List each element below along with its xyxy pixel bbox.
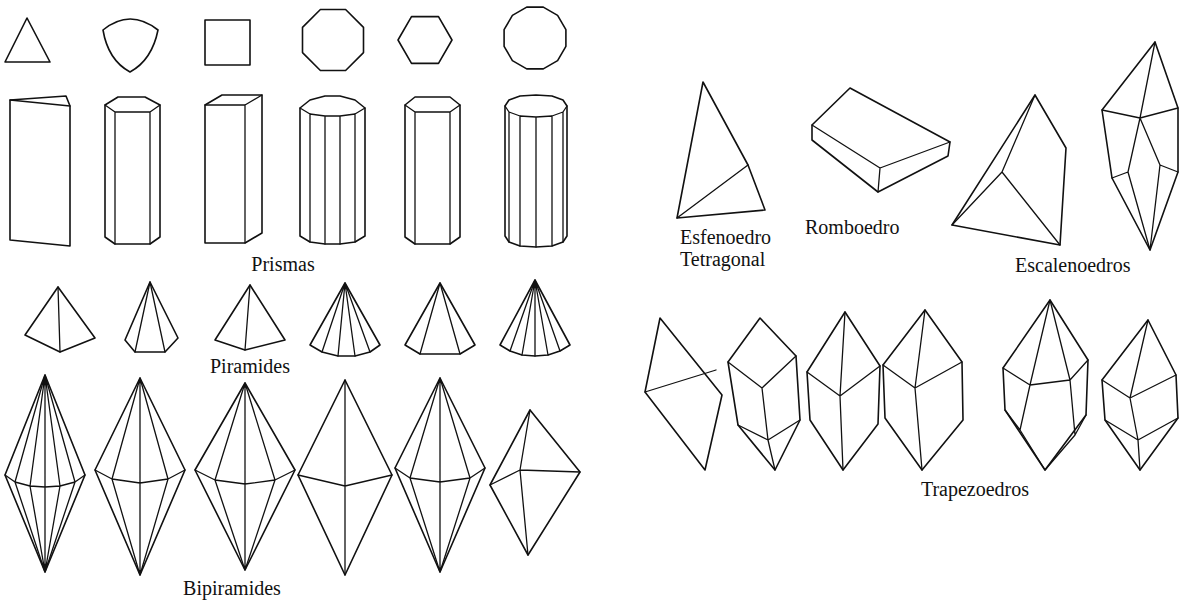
form-label: Trapezoedros — [921, 478, 1029, 500]
trapezohedron-figure-line — [1003, 300, 1088, 470]
prism-figure-line — [105, 97, 160, 244]
pyramid-figure — [25, 280, 570, 356]
prism-figure-line — [505, 106, 567, 247]
bipyramid-figure-line — [395, 378, 485, 572]
trapezohedron-figure-line — [728, 318, 800, 470]
pyramid-figure-line — [125, 282, 178, 352]
pyramid-figure-line — [58, 287, 60, 352]
rhombohedron-figure-line — [812, 125, 950, 192]
cross-section-line — [504, 7, 566, 69]
prism-figure-line — [205, 95, 262, 243]
pyramid-figure-line — [25, 287, 95, 352]
trapezohedron-figure-line — [645, 370, 716, 392]
bipyramid-figure-line — [395, 378, 485, 572]
form-label: Esfenoedro Tetragonal — [680, 226, 790, 270]
trapezohedron-figure-line — [645, 318, 722, 470]
form-label: Escalenoedros — [1015, 254, 1131, 276]
trapezohedron-figure — [645, 300, 1178, 470]
bipyramid-figure-line — [195, 383, 295, 570]
rhombohedron-figure-line — [812, 88, 950, 192]
trapezohedron-figure-line — [807, 312, 880, 470]
prism-figure — [10, 95, 567, 247]
pyramid-figure-line — [135, 282, 165, 352]
cross-section — [5, 7, 566, 72]
form-label: Prismas — [251, 253, 314, 275]
scalenohedron-figure-line — [1102, 42, 1178, 250]
form-label: Piramides — [210, 355, 290, 377]
prism-figure-line — [300, 96, 365, 244]
scalenohedron-figure-line — [952, 95, 1060, 245]
trapezohedron-figure-line — [1102, 320, 1178, 470]
prism-figure-line — [10, 96, 70, 246]
trapezohedron-figure-line — [883, 310, 962, 470]
pyramid-figure-line — [310, 283, 380, 356]
trapezohedron-figure-line — [1102, 320, 1178, 470]
sphenoid-figure-line — [677, 82, 765, 218]
trapezohedron-figure-line — [728, 356, 800, 470]
prism-figure-line — [205, 95, 262, 243]
form-label: Bipiramides — [183, 577, 281, 599]
pyramid-figure-line — [215, 285, 285, 350]
pyramid-figure-line — [322, 283, 370, 356]
prism-figure-line — [405, 97, 460, 244]
sphenoid-figure-line — [677, 165, 748, 218]
pyramid-figure-line — [245, 285, 250, 350]
cross-section-line — [103, 19, 158, 72]
trapezohedron-figure-line — [1003, 300, 1088, 470]
pyramid-figure-line — [500, 280, 570, 356]
trapezohedron-figure-line — [883, 310, 963, 470]
pyramid-figure-line — [420, 283, 460, 354]
scalenohedron-figure-line — [1102, 42, 1178, 250]
form-label: Romboedro — [805, 216, 899, 238]
prism-figure-line — [300, 108, 365, 244]
bipyramid-figure — [5, 375, 580, 575]
sphenoid-figure — [677, 82, 765, 218]
scalenohedron-figure-line — [952, 95, 1066, 245]
prism-figure-line — [505, 95, 567, 247]
trapezohedron-figure-line — [807, 312, 880, 470]
pyramid-figure-line — [405, 283, 475, 354]
bipyramid-figure-line — [298, 380, 392, 575]
pyramid-figure-line — [510, 280, 560, 356]
bipyramid-figure-line — [5, 375, 85, 572]
bipyramid-figure-line — [490, 410, 580, 555]
cross-section-line — [5, 18, 50, 62]
cross-section-line — [398, 17, 452, 64]
prism-figure-line — [105, 105, 160, 244]
cross-section-line — [205, 20, 250, 65]
bipyramid-figure-line — [490, 410, 580, 555]
scalenohedron-figure — [952, 42, 1178, 250]
bipyramid-figure-line — [195, 383, 295, 570]
bipyramid-figure-line — [298, 380, 392, 575]
bipyramid-figure-line — [95, 378, 185, 575]
bipyramid-figure-line — [5, 375, 85, 572]
cross-section-line — [303, 10, 364, 71]
bipyramid-figure-line — [95, 378, 185, 575]
prism-figure-line — [10, 100, 70, 106]
rhombohedron-figure — [812, 88, 950, 192]
prism-figure-line — [405, 105, 460, 244]
